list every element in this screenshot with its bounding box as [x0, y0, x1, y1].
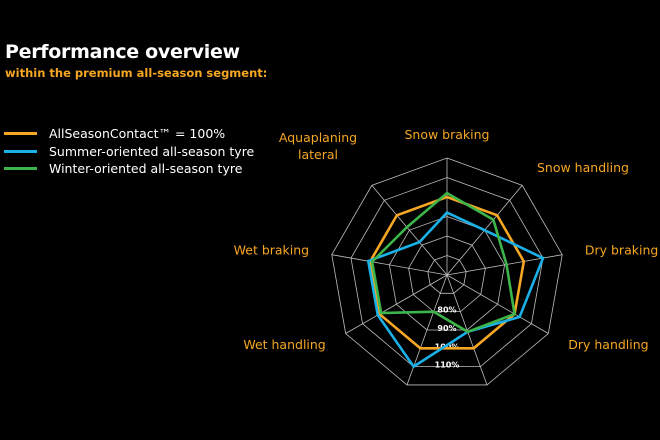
grid-ring: [331, 157, 563, 386]
legend-swatch: [4, 167, 37, 171]
grid-ring: [350, 177, 544, 368]
tick-label: 110%: [435, 361, 460, 370]
legend-item-winter: Winter-oriented all-season tyre: [4, 160, 254, 178]
series-line-2: [370, 191, 517, 334]
grid-spoke: [446, 274, 549, 334]
legend-label: Winter-oriented all-season tyre: [49, 161, 243, 177]
legend-label: Summer-oriented all-season tyre: [49, 143, 255, 159]
grid-spoke: [345, 274, 448, 334]
legend-item-summer: Summer-oriented all-season tyre: [4, 143, 254, 161]
grid-spoke: [331, 254, 448, 276]
grid-ring: [388, 216, 506, 331]
page-title: Performance overview: [5, 41, 240, 63]
legend: AllSeasonContact™ = 100% Summer-oriented…: [4, 125, 254, 178]
tick-label: 100%: [435, 342, 460, 351]
legend-swatch: [4, 149, 37, 153]
legend-swatch: [4, 132, 37, 136]
legend-label: AllSeasonContact™ = 100%: [49, 126, 226, 142]
tick-label: 80%: [437, 306, 456, 315]
axis-label: Dry braking: [585, 243, 658, 258]
tick-label: 90%: [437, 324, 456, 333]
axis-label: Snow braking: [404, 127, 489, 142]
legend-item-allseasoncontact: AllSeasonContact™ = 100%: [4, 125, 254, 143]
axis-label: Snow handling: [537, 160, 629, 175]
grid-spoke: [371, 185, 448, 276]
grid-ring: [408, 235, 486, 313]
axis-label: Dry handling: [568, 337, 648, 352]
grid-ring: [427, 255, 467, 294]
series-line-0: [368, 195, 526, 350]
page-subtitle: within the premium all-season segment:: [5, 66, 268, 80]
axis-label: Wet handling: [243, 337, 325, 352]
axis-label: Wet braking: [234, 243, 310, 258]
series-line-1: [366, 211, 545, 369]
